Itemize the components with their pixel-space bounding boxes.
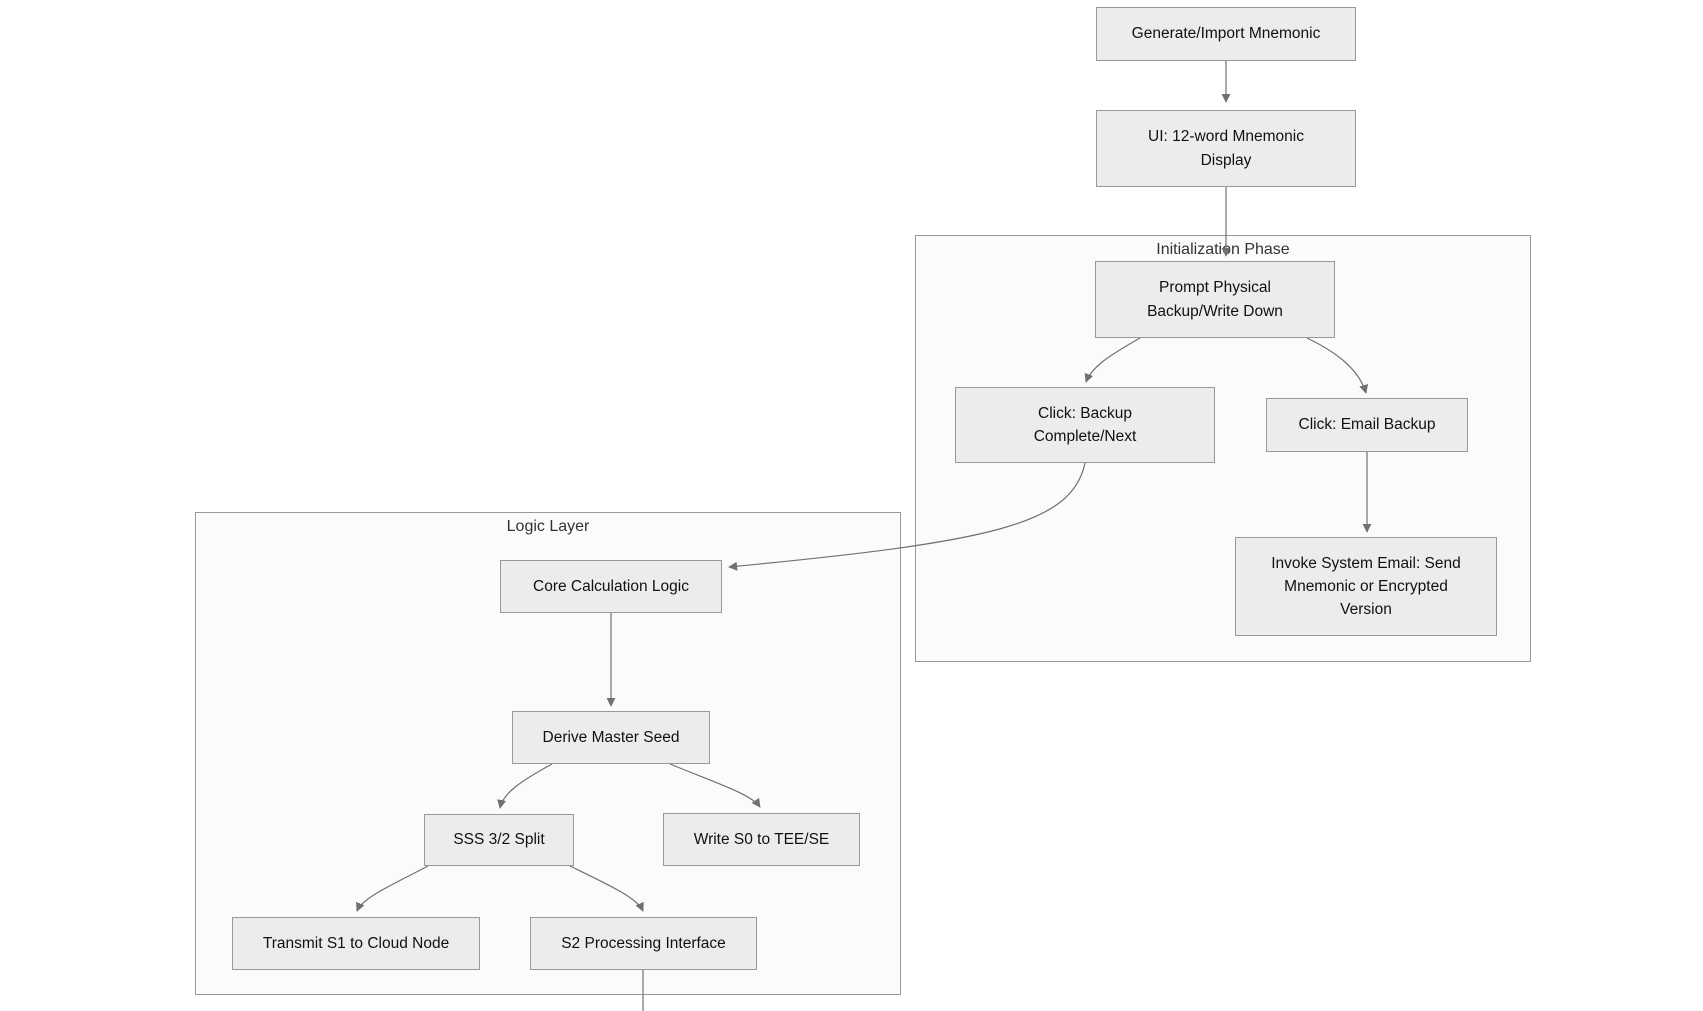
- node-label: Core Calculation Logic: [533, 577, 689, 595]
- node-label: S2 Processing Interface: [561, 934, 726, 952]
- node-click-backup-complete-next: Click: Backup Complete/Next: [955, 387, 1215, 463]
- subgraph-initialization-phase-label: Initialization Phase: [1156, 241, 1290, 258]
- node-label: Generate/Import Mnemonic: [1131, 25, 1321, 43]
- node-label: SSS 3/2 Split: [453, 831, 545, 849]
- node-label: Click: Backup Complete/Next: [1033, 404, 1137, 445]
- node-label: UI: 12-word Mnemonic Display: [1148, 128, 1304, 169]
- node-write-s0-to-tee-se: Write S0 to TEE/SE: [663, 813, 860, 866]
- node-label: Prompt Physical Backup/Write Down: [1147, 279, 1283, 320]
- node-prompt-physical-backup: Prompt Physical Backup/Write Down: [1095, 261, 1335, 338]
- node-label: Derive Master Seed: [542, 728, 680, 746]
- node-label: Click: Email Backup: [1298, 416, 1436, 434]
- node-label: Invoke System Email: Send Mnemonic or En…: [1271, 554, 1461, 619]
- node-core-calculation-logic: Core Calculation Logic: [500, 560, 722, 613]
- node-label: Transmit S1 to Cloud Node: [262, 934, 450, 952]
- node-transmit-s1-to-cloud-node: Transmit S1 to Cloud Node: [232, 917, 480, 970]
- node-ui-12-word-mnemonic-display: UI: 12-word Mnemonic Display: [1096, 110, 1356, 187]
- subgraph-logic-layer-label: Logic Layer: [506, 518, 590, 535]
- node-label: Write S0 to TEE/SE: [693, 830, 830, 848]
- node-derive-master-seed: Derive Master Seed: [512, 711, 710, 764]
- node-generate-import-mnemonic: Generate/Import Mnemonic: [1096, 7, 1356, 61]
- node-click-email-backup: Click: Email Backup: [1266, 398, 1468, 452]
- node-s2-processing-interface: S2 Processing Interface: [530, 917, 757, 970]
- node-invoke-system-email: Invoke System Email: Send Mnemonic or En…: [1235, 537, 1497, 636]
- node-sss-3-2-split: SSS 3/2 Split: [424, 814, 574, 866]
